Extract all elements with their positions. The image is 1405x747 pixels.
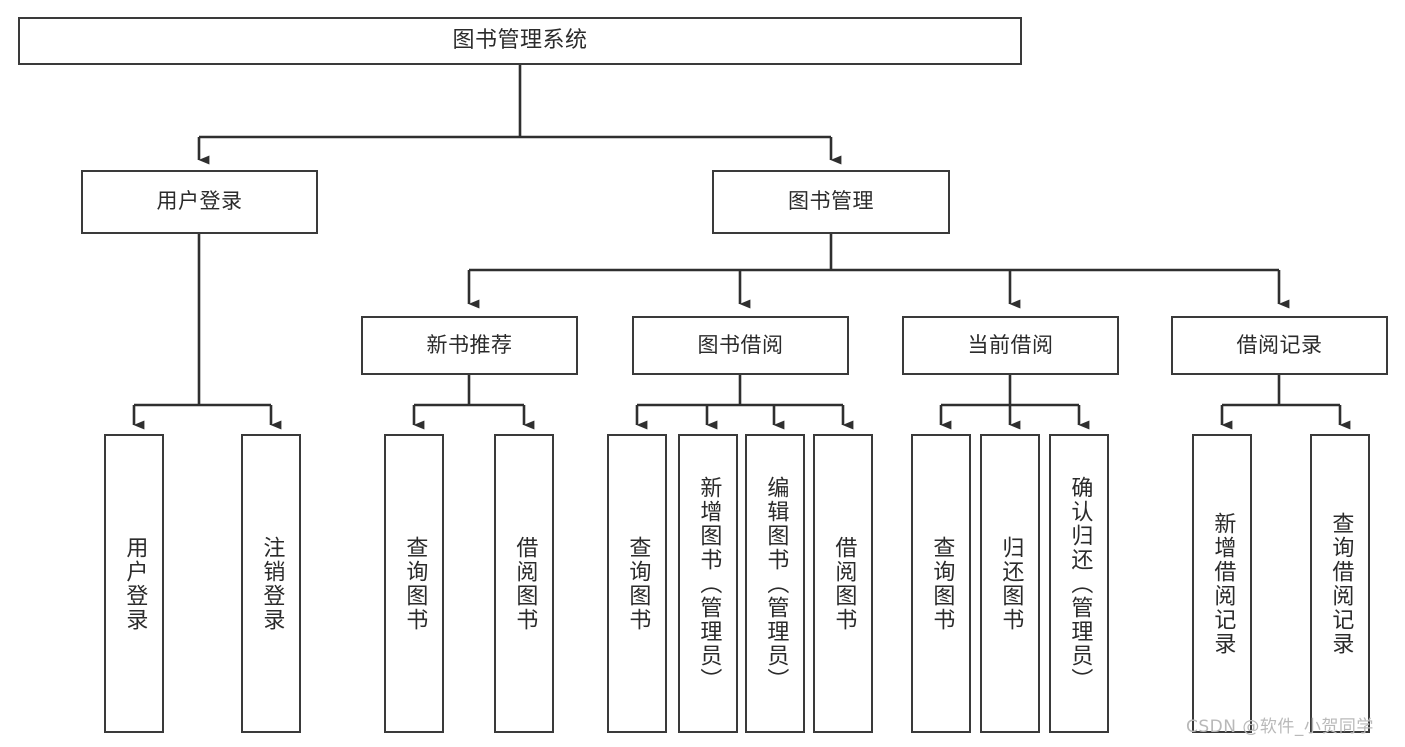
node-label: 查询图书	[625, 535, 651, 632]
leaf-user-login[interactable]: 用户登录	[104, 434, 164, 733]
leaf-return-book[interactable]: 归还图书	[980, 434, 1040, 733]
node-borrow-record[interactable]: 借阅记录	[1171, 316, 1388, 375]
node-label: 编辑图书（管理员）	[763, 475, 789, 692]
csdn-watermark: CSDN @软件_小贺同学	[1186, 717, 1374, 737]
node-current-borrow[interactable]: 当前借阅	[902, 316, 1119, 375]
leaf-query-borrow-record[interactable]: 查询借阅记录	[1310, 434, 1370, 733]
node-label: 借阅记录	[1236, 332, 1323, 357]
node-user-login[interactable]: 用户登录	[81, 170, 318, 234]
leaf-logout[interactable]: 注销登录	[241, 434, 301, 733]
node-label: 确认归还（管理员）	[1067, 475, 1093, 692]
leaf-add-borrow-record[interactable]: 新增借阅记录	[1192, 434, 1252, 733]
leaf-add-book-admin[interactable]: 新增图书（管理员）	[678, 434, 738, 733]
node-label: 用户登录	[156, 189, 243, 214]
node-label: 新增图书（管理员）	[696, 475, 722, 692]
node-root-system[interactable]: 图书管理系统	[18, 17, 1022, 65]
node-label: 当前借阅	[967, 332, 1054, 357]
node-label: 用户登录	[122, 535, 148, 632]
node-label: 图书借阅	[697, 332, 784, 357]
node-label: 图书管理系统	[452, 27, 588, 53]
leaf-query-book-current[interactable]: 查询图书	[911, 434, 971, 733]
node-label: 图书管理	[788, 189, 874, 214]
leaf-borrow-book[interactable]: 借阅图书	[813, 434, 873, 733]
node-label: 注销登录	[259, 535, 285, 632]
node-label: 新增借阅记录	[1210, 511, 1236, 656]
node-label: 归还图书	[998, 535, 1024, 632]
node-book-borrow[interactable]: 图书借阅	[632, 316, 849, 375]
node-new-book-recommend[interactable]: 新书推荐	[361, 316, 578, 375]
node-label: 查询图书	[929, 535, 955, 632]
node-label: 新书推荐	[426, 332, 513, 357]
node-label: 借阅图书	[512, 535, 538, 632]
leaf-edit-book-admin[interactable]: 编辑图书（管理员）	[745, 434, 805, 733]
node-label: 查询借阅记录	[1328, 511, 1354, 656]
leaf-query-book-recommend[interactable]: 查询图书	[384, 434, 444, 733]
leaf-confirm-return-admin[interactable]: 确认归还（管理员）	[1049, 434, 1109, 733]
node-label: 借阅图书	[831, 535, 857, 632]
node-label: 查询图书	[402, 535, 428, 632]
leaf-query-book-borrow[interactable]: 查询图书	[607, 434, 667, 733]
node-book-management[interactable]: 图书管理	[712, 170, 950, 234]
leaf-borrow-book-recommend[interactable]: 借阅图书	[494, 434, 554, 733]
